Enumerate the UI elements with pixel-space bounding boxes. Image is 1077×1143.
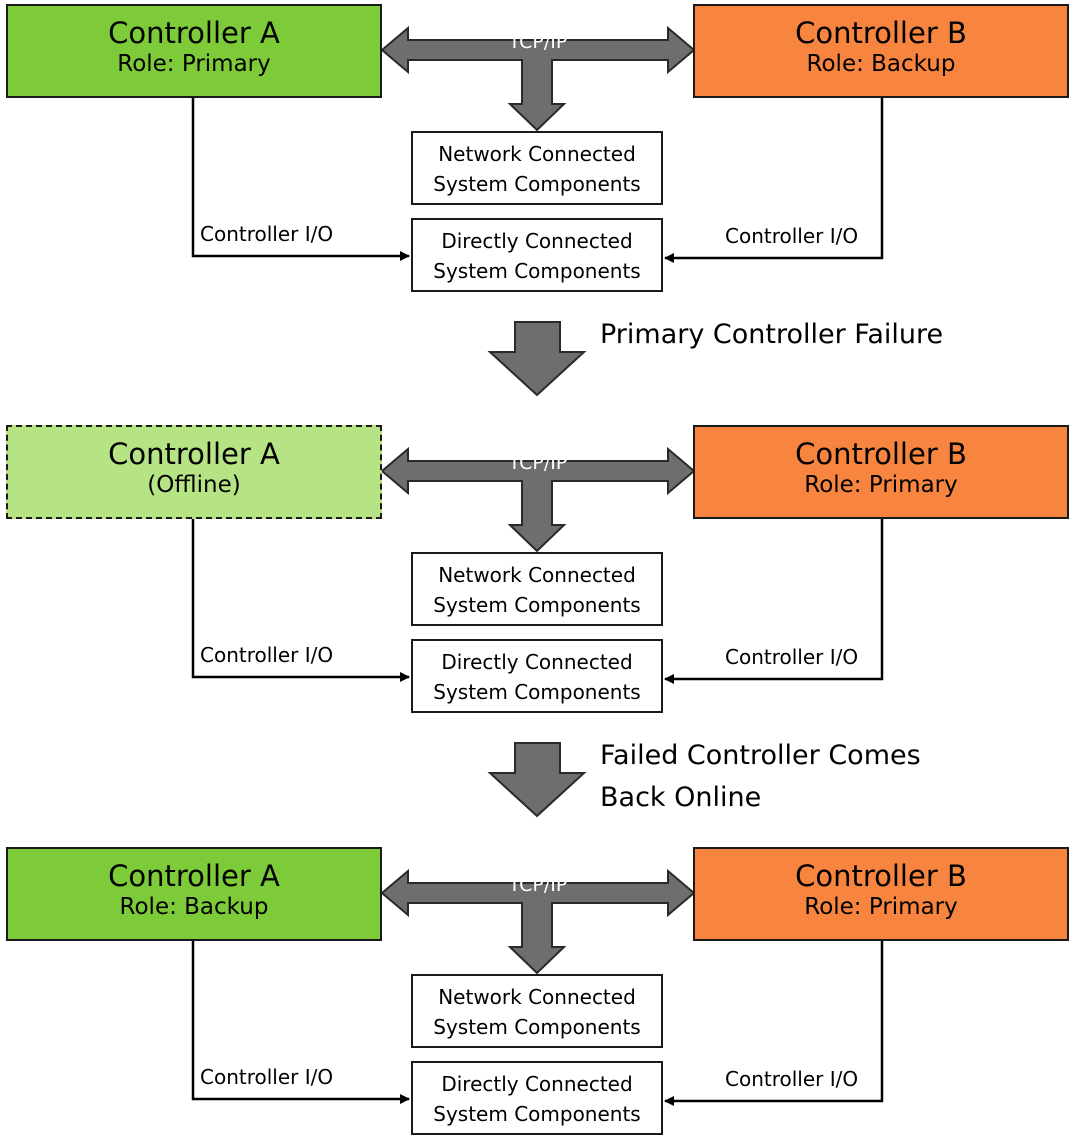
- controller-io-left-label: Controller I/O: [200, 1065, 334, 1089]
- transition-recovery-arrow: [487, 742, 587, 818]
- direct-components-line-1: Directly Connected: [441, 1072, 633, 1096]
- direct-components-box: Directly Connected System Components: [411, 218, 663, 292]
- network-components-box: Network Connected System Components: [411, 131, 663, 205]
- transition-recovery: Failed Controller Comes Back Online: [600, 735, 921, 819]
- controller-io-left-label: Controller I/O: [200, 222, 334, 246]
- panel-initial: Controller A Role: Primary Controller B …: [0, 0, 1077, 300]
- controller-a-role: (Offline): [147, 472, 241, 498]
- panel-failover-io-left-connector: [191, 519, 410, 682]
- network-components-line-2: System Components: [433, 593, 641, 617]
- controller-a-box: Controller A (Offline): [6, 425, 382, 519]
- controller-a-box: Controller A Role: Backup: [6, 847, 382, 941]
- panel-initial-tcpip-arrow: [380, 25, 696, 132]
- controller-b-role: Role: Backup: [806, 51, 956, 77]
- controller-a-role: Role: Primary: [117, 51, 271, 77]
- direct-components-line-2: System Components: [433, 259, 641, 283]
- controller-io-left-label: Controller I/O: [200, 643, 334, 667]
- transition-failure: Primary Controller Failure: [600, 314, 943, 356]
- tcpip-label: TCP/IP: [508, 452, 568, 474]
- tcpip-label: TCP/IP: [508, 874, 568, 896]
- direct-components-box: Directly Connected System Components: [411, 1061, 663, 1135]
- controller-a-box: Controller A Role: Primary: [6, 4, 382, 98]
- transition-failure-arrow: [487, 321, 587, 397]
- network-components-line-2: System Components: [433, 1015, 641, 1039]
- controller-b-role: Role: Primary: [804, 472, 958, 498]
- controller-b-box: Controller B Role: Primary: [693, 847, 1069, 941]
- direct-components-line-2: System Components: [433, 680, 641, 704]
- network-components-line-1: Network Connected: [438, 563, 636, 587]
- panel-failover-io-right-connector: [664, 519, 884, 684]
- controller-a-role: Role: Backup: [119, 894, 269, 920]
- transition-failure-line-1: Primary Controller Failure: [600, 319, 944, 350]
- direct-components-line-1: Directly Connected: [441, 650, 633, 674]
- network-components-box: Network Connected System Components: [411, 974, 663, 1048]
- direct-components-line-1: Directly Connected: [441, 229, 633, 253]
- panel-failover-tcpip-arrow: [380, 446, 696, 553]
- panel-recovered: Controller A Role: Backup Controller B R…: [0, 843, 1077, 1143]
- controller-a-name: Controller A: [108, 16, 280, 50]
- panel-recovered-io-right-connector: [664, 941, 884, 1106]
- controller-b-name: Controller B: [795, 16, 967, 50]
- panel-recovered-tcpip-arrow: [380, 868, 696, 975]
- network-components-line-2: System Components: [433, 172, 641, 196]
- controller-io-right-label: Controller I/O: [725, 1067, 859, 1091]
- controller-io-right-label: Controller I/O: [725, 645, 859, 669]
- panel-failover: Controller A (Offline) Controller B Role…: [0, 421, 1077, 721]
- direct-components-line-2: System Components: [433, 1102, 641, 1126]
- controller-a-name: Controller A: [108, 437, 280, 471]
- controller-a-name: Controller A: [108, 859, 280, 893]
- transition-recovery-line-1: Failed Controller Comes: [600, 740, 921, 771]
- direct-components-box: Directly Connected System Components: [411, 639, 663, 713]
- controller-b-box: Controller B Role: Backup: [693, 4, 1069, 98]
- tcpip-label: TCP/IP: [508, 31, 568, 53]
- controller-b-box: Controller B Role: Primary: [693, 425, 1069, 519]
- network-components-box: Network Connected System Components: [411, 552, 663, 626]
- panel-initial-io-left-connector: [191, 98, 410, 261]
- network-components-line-1: Network Connected: [438, 985, 636, 1009]
- network-components-line-1: Network Connected: [438, 142, 636, 166]
- controller-b-name: Controller B: [795, 859, 967, 893]
- panel-initial-io-right-connector: [664, 98, 884, 263]
- panel-recovered-io-left-connector: [191, 941, 410, 1104]
- controller-b-role: Role: Primary: [804, 894, 958, 920]
- controller-b-name: Controller B: [795, 437, 967, 471]
- controller-io-right-label: Controller I/O: [725, 224, 859, 248]
- transition-recovery-line-2: Back Online: [600, 782, 762, 813]
